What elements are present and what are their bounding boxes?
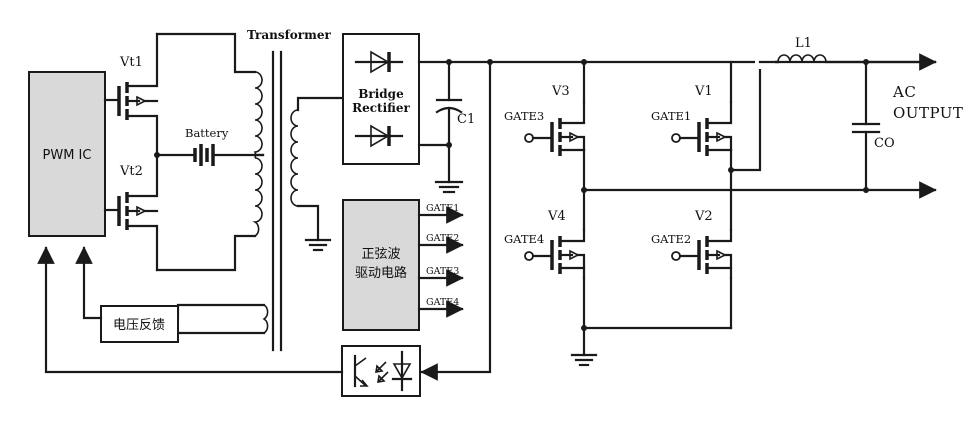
ground-symbol-transformer	[304, 238, 332, 252]
v3-mosfet: V3 GATE3	[504, 84, 586, 156]
primary-wiring	[155, 32, 257, 272]
vt1-mosfet: Vt1	[117, 32, 159, 157]
output-return-line	[582, 181, 937, 199]
driver-gate-out-3: GATE3	[426, 266, 459, 277]
ac-output-label: AC OUTPUT	[892, 83, 963, 122]
bridge-label-2: Rectifier	[352, 101, 410, 115]
l1-label: L1	[795, 36, 812, 51]
sine-driver-block: 正弦波 驱动电路 GATE1 GATE2 GATE3 GATE4	[342, 199, 464, 331]
v2-mosfet: V2 GATE2	[651, 209, 733, 280]
voltage-feedback-label: 电压反馈	[113, 318, 165, 333]
h-bridge-right-leg	[582, 60, 734, 330]
driver-gate-out-4: GATE4	[426, 297, 459, 308]
sine-driver-label-1: 正弦波	[361, 246, 400, 262]
bridge-rectifier: Bridge Rectifier	[342, 33, 420, 165]
battery: Battery	[154, 126, 265, 166]
v4-mosfet: V4 GATE4	[504, 209, 586, 280]
sine-driver-label-2: 驱动电路	[355, 265, 407, 281]
c1-label: C1	[457, 112, 475, 127]
bridge-label-1: Bridge	[358, 87, 404, 101]
battery-label: Battery	[185, 126, 229, 140]
gate1-label: GATE1	[651, 109, 691, 123]
v4-label: V4	[547, 209, 566, 224]
transformer: Transformer	[176, 28, 345, 352]
gate2-label: GATE2	[651, 232, 691, 246]
v2-label: V2	[694, 209, 713, 224]
pwm-gate-wires	[103, 98, 120, 212]
vt2-mosfet: Vt2	[117, 153, 159, 272]
driver-gate-out-1: GATE1	[426, 203, 459, 214]
vt1-label: Vt1	[119, 55, 143, 70]
capacitor-co: CO	[851, 60, 895, 192]
optocoupler	[37, 60, 492, 397]
transformer-label: Transformer	[247, 28, 331, 42]
co-label: CO	[874, 136, 895, 151]
ground-symbol-bridge	[570, 353, 598, 367]
capacitor-c1: C1	[434, 60, 475, 194]
driver-gate-out-2: GATE2	[426, 233, 459, 244]
v3-label: V3	[551, 84, 570, 99]
v1-mosfet: V1 GATE1	[651, 84, 733, 156]
voltage-feedback-block: 电压反馈	[75, 246, 179, 343]
pwm-ic-block: PWM IC	[28, 71, 106, 237]
gate4-label: GATE4	[504, 232, 544, 246]
gate3-label: GATE3	[504, 109, 544, 123]
pwm-ic-label: PWM IC	[43, 148, 92, 163]
v1-label: V1	[694, 84, 713, 99]
ac-output-label-2: OUTPUT	[893, 104, 963, 122]
vt2-label: Vt2	[119, 164, 143, 179]
inductor-l1: L1	[729, 36, 937, 172]
ac-output-label-1: AC	[892, 83, 916, 101]
